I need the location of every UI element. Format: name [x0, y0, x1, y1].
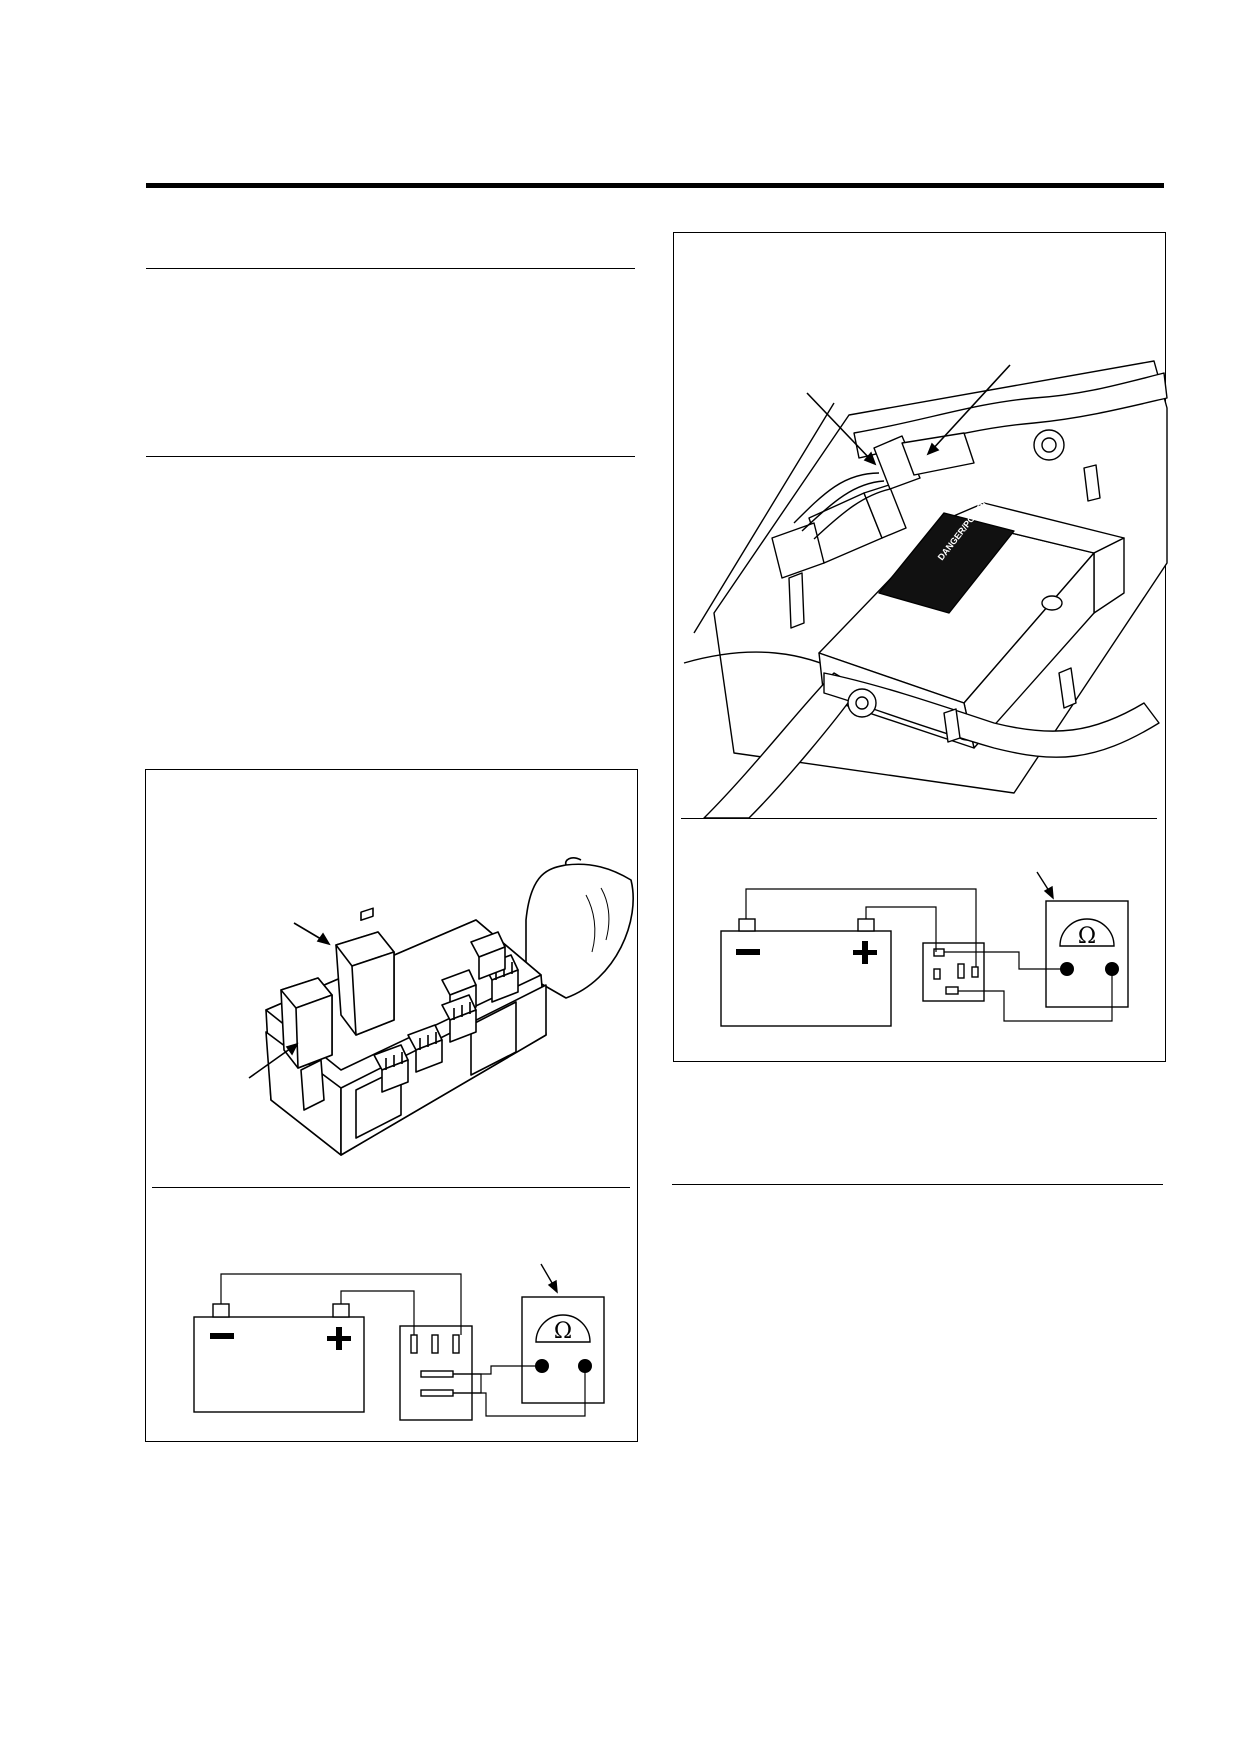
- plus-sign-v: [336, 1327, 342, 1350]
- ohmmeter-symbol: Ω: [1078, 924, 1096, 949]
- plus-sign-v: [862, 941, 868, 964]
- ohmmeter-body: [521, 1296, 605, 1404]
- ohmmeter-probe-right: [578, 1359, 592, 1373]
- battery-test-figure: DANGER/POISON: [673, 232, 1168, 1062]
- ohmmeter-dial: [535, 1314, 591, 1343]
- section-divider-2: [146, 456, 635, 457]
- battery-positive-terminal: [857, 918, 875, 932]
- relay-figure-divider: [152, 1187, 630, 1188]
- ohmmeter-probe-left: [1060, 962, 1074, 976]
- minus-sign: [210, 1333, 234, 1339]
- battery-body: [193, 1316, 365, 1413]
- minus-sign: [736, 949, 760, 955]
- relay-test-figure: Ω: [145, 769, 638, 1442]
- ohmmeter-symbol: Ω: [554, 1319, 572, 1344]
- battery-negative-terminal: [212, 1303, 230, 1318]
- battery-positive-terminal: [332, 1303, 350, 1318]
- battery-figure-divider: [681, 818, 1157, 819]
- ohmmeter-dial: [1059, 918, 1115, 947]
- relay-box-illustration: [248, 857, 634, 1156]
- ohmmeter-probe-right: [1105, 962, 1119, 976]
- section-divider-3: [672, 1184, 1163, 1185]
- ohmmeter-body: [1045, 900, 1129, 1008]
- relay-test-circuit: Ω: [193, 1263, 605, 1421]
- warning-label: [878, 512, 1015, 614]
- header-rule: [146, 183, 1164, 188]
- section-divider-1: [146, 268, 635, 269]
- battery-negative-terminal: [738, 918, 756, 932]
- ohmmeter-probe-left: [535, 1359, 549, 1373]
- battery-compartment-illustration: DANGER/POISON: [683, 360, 1168, 819]
- battery-test-circuit: Ω: [720, 871, 1129, 1027]
